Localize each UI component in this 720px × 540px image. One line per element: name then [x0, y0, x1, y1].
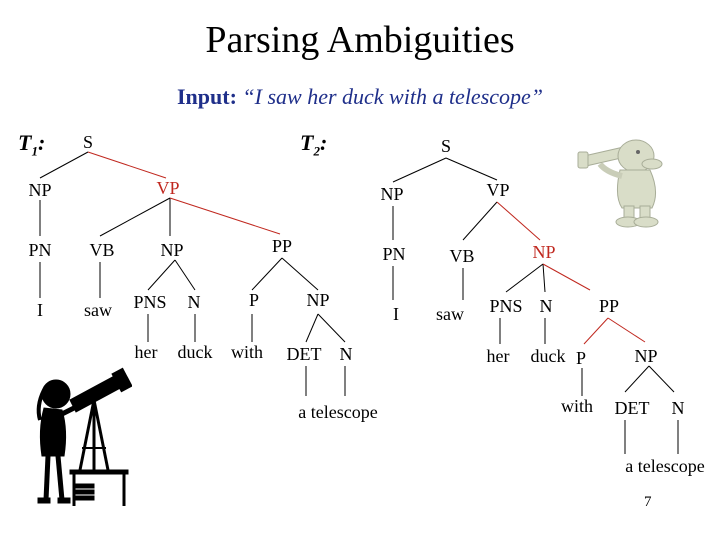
tree2-label: T2:: [300, 130, 328, 159]
t2-node-p: P: [576, 348, 586, 368]
t1-node-s: S: [83, 132, 93, 152]
duck-with-telescope-icon: [566, 126, 686, 230]
t2-word-saw: saw: [436, 304, 464, 324]
t1-node-vp: VP: [156, 178, 179, 198]
page-number: 7: [644, 494, 652, 510]
t2-word-with: with: [561, 396, 593, 416]
input-label: Input:: [176, 84, 237, 109]
t2-node-det: DET: [615, 398, 650, 418]
tree1-red-edges: [87, 151, 281, 235]
t1-node-n: N: [188, 292, 201, 312]
input-line: Input: “I saw her duck with a telescope”: [0, 84, 720, 110]
t1-node-np: NP: [28, 180, 51, 200]
t1-node-np2: NP: [160, 240, 183, 260]
t2-node-pn: PN: [382, 244, 405, 264]
t1-word-saw: saw: [84, 300, 112, 320]
t2-word-i: I: [393, 304, 399, 324]
t2-node-vb: VB: [449, 246, 474, 266]
t2-word-a-telescope: a telescope: [625, 456, 704, 476]
tree2-red-edges: [496, 201, 646, 345]
t1-node-pn: PN: [28, 240, 51, 260]
t1-word-with: with: [231, 342, 263, 362]
t2-node-n: N: [540, 296, 553, 316]
tree1-edges: [39, 151, 346, 396]
t2-node-pns: PNS: [489, 296, 522, 316]
t1-node-p: P: [249, 290, 259, 310]
t2-node-vp: VP: [486, 180, 509, 200]
t1-node-pp: PP: [272, 236, 292, 256]
t2-word-duck: duck: [531, 346, 566, 366]
slide-title: Parsing Ambiguities: [205, 19, 515, 61]
t2-node-n2: N: [672, 398, 685, 418]
t1-node-np3: NP: [306, 290, 329, 310]
t1-word-her: her: [135, 342, 158, 362]
t1-word-a-telescope: a telescope: [298, 402, 377, 422]
t2-node-np3: NP: [634, 346, 657, 366]
t1-word-duck: duck: [178, 342, 213, 362]
t1-word-i: I: [37, 300, 43, 320]
t2-node-pp: PP: [599, 296, 619, 316]
t1-node-vb: VB: [89, 240, 114, 260]
t2-node-np: NP: [380, 184, 403, 204]
tree2-edges: [392, 157, 679, 454]
input-sentence: “I saw her duck with a telescope”: [242, 84, 544, 109]
t1-node-det: DET: [287, 344, 322, 364]
t2-node-np2: NP: [532, 242, 555, 262]
t2-word-her: her: [487, 346, 510, 366]
tree1-label: T1:: [18, 130, 46, 159]
t1-node-n2: N: [340, 344, 353, 364]
girl-with-telescope-icon: [36, 367, 132, 506]
t1-node-pns: PNS: [133, 292, 166, 312]
t2-node-s: S: [441, 136, 451, 156]
